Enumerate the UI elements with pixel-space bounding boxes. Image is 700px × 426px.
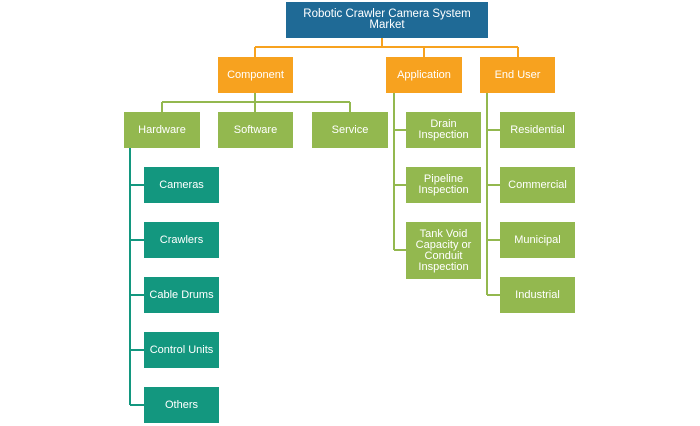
- category-end-user: End User: [480, 57, 555, 93]
- hardware-item-crawlers: Crawlers: [144, 222, 219, 258]
- category-component: Component: [218, 57, 293, 93]
- end-user-item-industrial: Industrial: [500, 277, 575, 313]
- end-user-item-commercial: Commercial: [500, 167, 575, 203]
- application-item-pipeline-inspection: Pipeline Inspection: [406, 167, 481, 203]
- end-user-item-residential: Residential: [500, 112, 575, 148]
- component-item-service: Service: [312, 112, 388, 148]
- component-item-software: Software: [218, 112, 293, 148]
- component-item-hardware: Hardware: [124, 112, 200, 148]
- end-user-item-municipal: Municipal: [500, 222, 575, 258]
- application-item-tank-void-inspection: Tank Void Capacity or Conduit Inspection: [406, 222, 481, 279]
- root-node: Robotic Crawler Camera System Market: [286, 2, 488, 38]
- hardware-item-cable-drums: Cable Drums: [144, 277, 219, 313]
- category-application: Application: [386, 57, 462, 93]
- hardware-item-cameras: Cameras: [144, 167, 219, 203]
- hardware-item-others: Others: [144, 387, 219, 423]
- application-item-drain-inspection: Drain Inspection: [406, 112, 481, 148]
- hardware-item-control-units: Control Units: [144, 332, 219, 368]
